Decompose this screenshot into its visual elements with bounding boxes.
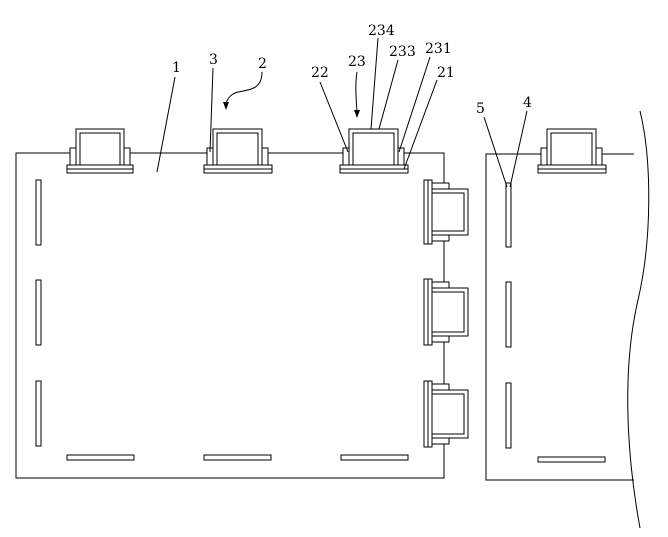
label-3: 3 bbox=[209, 52, 218, 68]
left-slot-bottom bbox=[35, 380, 42, 447]
adjacent-left-slot-bottom bbox=[505, 382, 512, 449]
arrowhead-2 bbox=[223, 102, 229, 110]
bottom-slot-left bbox=[66, 454, 135, 461]
top-clip-right bbox=[339, 128, 409, 174]
left-slot-top bbox=[35, 179, 42, 246]
side-clip-top bbox=[423, 179, 469, 245]
adjacent-bottom-slot bbox=[537, 456, 606, 463]
label-231: 231 bbox=[425, 41, 452, 57]
leader-lines bbox=[156, 37, 528, 188]
bottom-slot-middle bbox=[203, 454, 272, 461]
side-clip-bottom bbox=[423, 380, 469, 448]
label-1: 1 bbox=[172, 60, 181, 76]
label-5: 5 bbox=[476, 101, 485, 117]
arrowhead-23 bbox=[354, 110, 360, 118]
label-4: 4 bbox=[523, 95, 532, 111]
label-234: 234 bbox=[368, 23, 395, 39]
label-23: 23 bbox=[348, 54, 366, 70]
adjacent-left-slot-middle bbox=[505, 281, 512, 348]
break-line bbox=[627, 110, 650, 529]
label-2: 2 bbox=[258, 56, 267, 72]
label-233: 233 bbox=[389, 44, 416, 60]
side-clip-middle bbox=[423, 278, 469, 346]
main-panel bbox=[15, 152, 445, 479]
top-clip-middle bbox=[203, 128, 273, 174]
bottom-slot-right bbox=[340, 454, 409, 461]
label-22: 22 bbox=[311, 65, 329, 81]
top-clip-left bbox=[66, 128, 134, 174]
adjacent-top-clip bbox=[537, 128, 607, 174]
label-21: 21 bbox=[437, 65, 455, 81]
adjacent-left-slot-top bbox=[505, 182, 512, 248]
left-slot-middle bbox=[35, 279, 42, 346]
